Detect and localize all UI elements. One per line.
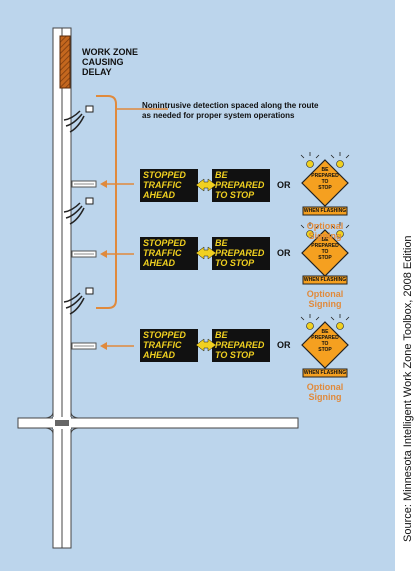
diamond-line: BE bbox=[321, 167, 329, 173]
work-zone-label: WORK ZONE CAUSING DELAY bbox=[82, 47, 138, 77]
sign-line: TRAFFIC bbox=[143, 180, 182, 190]
optional-line: Optional bbox=[306, 289, 344, 299]
work-zone-line: CAUSING bbox=[82, 57, 124, 67]
message-board-3 bbox=[140, 329, 270, 362]
intersection-curbs bbox=[45, 411, 79, 435]
sign-be-prepared-to-stop: BE PREPARED TO STOP bbox=[215, 238, 269, 268]
sign-line: BE bbox=[215, 330, 228, 340]
when-flashing-plaque: WHEN FLASHING bbox=[303, 370, 347, 376]
sign-line: AHEAD bbox=[143, 350, 176, 360]
sign-line: TO STOP bbox=[215, 258, 255, 268]
sign-line: STOPPED bbox=[143, 170, 186, 180]
optional-line: Signing bbox=[308, 392, 342, 402]
intersection-marker bbox=[55, 420, 69, 426]
sign-line: TO STOP bbox=[215, 350, 255, 360]
detector-1 bbox=[63, 105, 94, 133]
sign-line: BE bbox=[215, 170, 228, 180]
diamond-line: TO bbox=[321, 341, 329, 347]
sign-line: TO STOP bbox=[215, 190, 255, 200]
warning-sign-1 bbox=[300, 152, 350, 216]
diamond-line: PREPARED bbox=[311, 243, 339, 249]
or-label: OR bbox=[277, 340, 291, 350]
diamond-text: BE PREPARED TO STOP bbox=[305, 329, 345, 353]
optional-line: Optional bbox=[306, 382, 344, 392]
diamond-line: STOP bbox=[318, 255, 332, 261]
detection-note: Nonintrusive detection spaced along the … bbox=[142, 101, 318, 121]
when-flashing-plaque: WHEN FLASHING bbox=[303, 277, 347, 283]
sign-line: PREPARED bbox=[215, 340, 265, 350]
warning-sign-3 bbox=[300, 314, 350, 378]
sign-be-prepared-to-stop: BE PREPARED TO STOP bbox=[215, 170, 269, 200]
sign-stopped-traffic-ahead: STOPPED TRAFFIC AHEAD bbox=[143, 330, 197, 360]
diamond-line: BE bbox=[321, 237, 329, 243]
detector-2 bbox=[63, 197, 94, 225]
detection-note-line: as needed for proper system operations bbox=[142, 111, 295, 120]
work-zone-line: DELAY bbox=[82, 67, 112, 77]
roadside-sign-2 bbox=[71, 250, 134, 258]
detection-note-line: Nonintrusive detection spaced along the … bbox=[142, 101, 319, 110]
diamond-text: BE PREPARED TO STOP bbox=[305, 167, 345, 191]
sign-stopped-traffic-ahead: STOPPED TRAFFIC AHEAD bbox=[143, 238, 197, 268]
work-zone-area bbox=[59, 35, 71, 89]
diamond-line: TO bbox=[321, 249, 329, 255]
optional-line: Signing bbox=[308, 231, 342, 241]
diamond-line: PREPARED bbox=[311, 173, 339, 179]
sign-stopped-traffic-ahead: STOPPED TRAFFIC AHEAD bbox=[143, 170, 197, 200]
work-zone-line: WORK ZONE bbox=[82, 47, 138, 57]
sign-line: PREPARED bbox=[215, 180, 265, 190]
sign-line: TRAFFIC bbox=[143, 340, 182, 350]
message-board-2 bbox=[140, 237, 270, 270]
diamond-line: STOP bbox=[318, 347, 332, 353]
optional-line: Signing bbox=[308, 299, 342, 309]
diamond-line: BE bbox=[321, 329, 329, 335]
when-flashing-plaque: WHEN FLASHING bbox=[303, 208, 347, 214]
sign-line: TRAFFIC bbox=[143, 248, 182, 258]
message-board-1 bbox=[140, 169, 270, 202]
source-text: Source: Minnesota Intelligent Work Zone … bbox=[402, 235, 414, 542]
optional-signing-label: Optional Signing bbox=[295, 221, 355, 241]
optional-signing-label: Optional Signing bbox=[295, 289, 355, 309]
sign-line: STOPPED bbox=[143, 330, 186, 340]
or-label: OR bbox=[277, 248, 291, 258]
or-label: OR bbox=[277, 180, 291, 190]
roadside-sign-1 bbox=[71, 180, 134, 188]
diamond-text: BE PREPARED TO STOP bbox=[305, 237, 345, 261]
source-caption: Source: Minnesota Intelligent Work Zone … bbox=[402, 18, 414, 542]
sign-line: AHEAD bbox=[143, 190, 176, 200]
diamond-line: STOP bbox=[318, 185, 332, 191]
roadside-sign-3 bbox=[71, 342, 134, 350]
sign-be-prepared-to-stop: BE PREPARED TO STOP bbox=[215, 330, 269, 360]
detection-bracket bbox=[96, 95, 117, 309]
sign-line: PREPARED bbox=[215, 248, 265, 258]
sign-line: STOPPED bbox=[143, 238, 186, 248]
optional-line: Optional bbox=[306, 221, 344, 231]
optional-signing-label: Optional Signing bbox=[295, 382, 355, 402]
diamond-line: PREPARED bbox=[311, 335, 339, 341]
sign-line: AHEAD bbox=[143, 258, 176, 268]
sign-line: BE bbox=[215, 238, 228, 248]
detector-3 bbox=[63, 287, 94, 315]
cross-road bbox=[17, 417, 299, 429]
warning-sign-2 bbox=[300, 222, 350, 285]
diamond-line: TO bbox=[321, 179, 329, 185]
